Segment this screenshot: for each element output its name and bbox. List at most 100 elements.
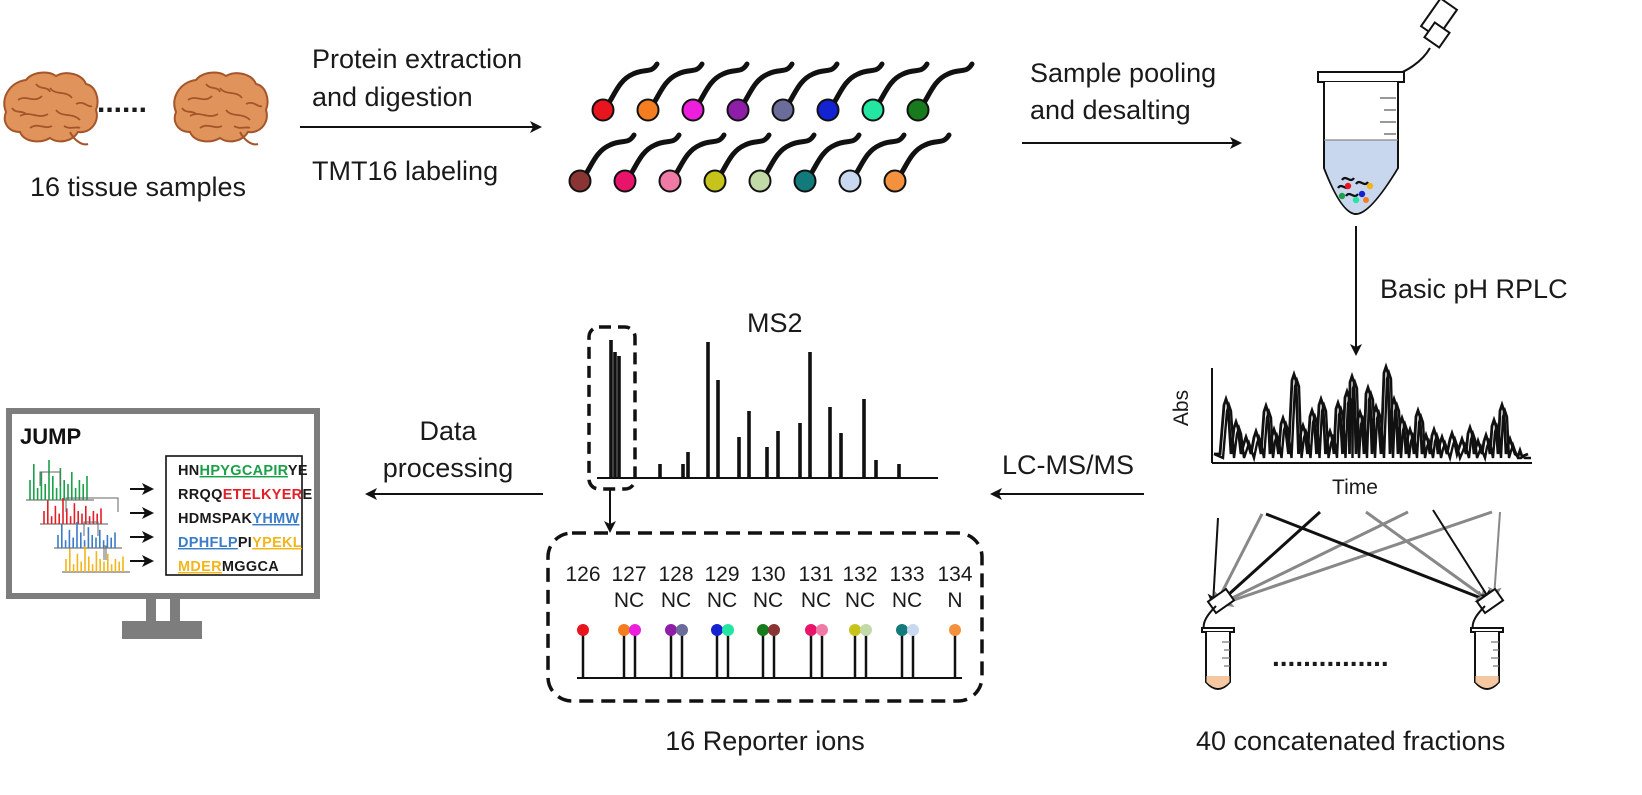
reporter-mass-label: 131 [798,563,833,586]
tmt-tag-chain [784,61,840,109]
step-processing-line1: Data [419,416,477,446]
ms2-label: MS2 [747,308,803,338]
mini-spectra [26,460,130,573]
software-name: JUMP [20,424,81,449]
tmt-tag-chain [581,132,637,180]
fraction-tube-left [1201,587,1236,690]
peptide-sequence: MDERMGGCA [178,559,279,575]
brain-ellipsis: ...... [97,86,147,119]
tmt-tag-chain [874,61,930,109]
reporter-region-box [587,325,637,491]
reporter-ball [577,624,589,636]
tmt-tag-ball [726,98,750,122]
tmt-tag-chain [716,132,772,180]
ms2-spectrum: MS2 [587,308,938,533]
reporter-ball [949,624,961,636]
mini-bracket [103,545,107,560]
tmt-tag-ball [838,169,862,193]
mini-bracket [83,521,99,536]
tmt-tag-ball [771,98,795,122]
reporter-ball [757,624,769,636]
reporter-ball [665,624,677,636]
tmt-tag-ball [636,98,660,122]
tmt-tag-chain [671,132,727,180]
brain-icon-right [173,71,269,146]
peptide-sequence: RRQQETELKYERE [178,487,312,503]
reporter-tag-label: NC [801,589,831,612]
step-rplc: Basic pH RPLC [1380,274,1568,304]
tmt-tag-chain [694,61,750,109]
step-labeling: TMT16 labeling [312,156,498,186]
step-pooling-line1: Sample pooling [1030,58,1216,88]
monitor-icon: JUMP HNHPYGCAPIRYE RRQQETELKYERE HDMSPAKYH… [6,408,320,639]
tmt-tag-ball [793,169,817,193]
mini-arrows [130,483,154,567]
reporter-mass-label: 133 [889,563,924,586]
reporter-ball [722,624,734,636]
step-pooling-line2: and desalting [1030,95,1191,125]
reporter-ball [629,624,641,636]
reporter-ball [676,624,688,636]
tmt-tag-ball [568,169,592,193]
mini-bracket [39,471,61,486]
reporter-ions-label: 16 Reporter ions [665,726,865,756]
peptide-sequence: HDMSPAKYHMW [178,511,299,527]
tmt-tag-chain [829,61,885,109]
chromatogram-x-label: Time [1332,476,1378,499]
tmt-tag-ball [591,98,615,122]
reporter-ball [860,624,872,636]
reporter-ball [816,624,828,636]
tmt-tag-chain [649,61,705,109]
chromatogram: Abs Time [1170,362,1532,499]
reporter-tag-label: NC [614,589,644,612]
pooled-tube-icon [1317,0,1459,216]
reporter-tag-label: NC [661,589,691,612]
tmt-tag-chain [604,61,660,109]
tmt-tag-ball [613,169,637,193]
tmt-tag-ball [658,169,682,193]
tmt-tag-row-1 [591,61,975,122]
tmt-tag-ball [703,169,727,193]
tmt-tag-row-2 [568,132,952,193]
brain-icon-left [3,71,99,146]
reporter-ball [849,624,861,636]
tmt-tag-chain [806,132,862,180]
reporter-ball [618,624,630,636]
peptide-sequence: DPHFLPPIYPEKL [178,535,302,551]
tmt-tag-ball [816,98,840,122]
peptide-sequence: HNHPYGCAPIRYE [178,463,308,479]
tmt-tag-ball [681,98,705,122]
tmt-tag-chain [761,132,817,180]
reporter-tag-label: NC [707,589,737,612]
reporter-mass-label: 130 [750,563,785,586]
reporter-mass-label: 126 [565,563,600,586]
tmt-tag-chain [739,61,795,109]
fractions-label: 40 concatenated fractions [1196,726,1505,756]
reporter-tag-label: NC [753,589,783,612]
tmt-tag-chain [896,132,952,180]
chromatogram-trace-2 [1213,369,1531,463]
step-extraction-line2: and digestion [312,82,473,112]
tmt-tag-chain [919,61,975,109]
reporter-ball [711,624,723,636]
mini-bracket [65,497,119,512]
step-lcms: LC-MS/MS [1002,450,1134,480]
tmt-tag-chain [626,132,682,180]
step-extraction-line1: Protein extraction [312,44,522,74]
reporter-mass-label: 128 [658,563,693,586]
reporter-mass-label: 129 [704,563,739,586]
reporter-ball [907,624,919,636]
fraction-tube-right [1470,587,1505,690]
fraction-ellipsis: ............... [1272,641,1389,672]
tmt-tag-ball [906,98,930,122]
step-processing-line2: processing [383,453,514,483]
reporter-ball [768,624,780,636]
chromatogram-y-label: Abs [1170,390,1193,426]
reporter-tag-label: N [947,589,962,612]
reporter-mass-label: 134 [937,563,972,586]
reporter-tag-label: NC [845,589,875,612]
reporter-mass-label: 132 [842,563,877,586]
reporter-ball [805,624,817,636]
